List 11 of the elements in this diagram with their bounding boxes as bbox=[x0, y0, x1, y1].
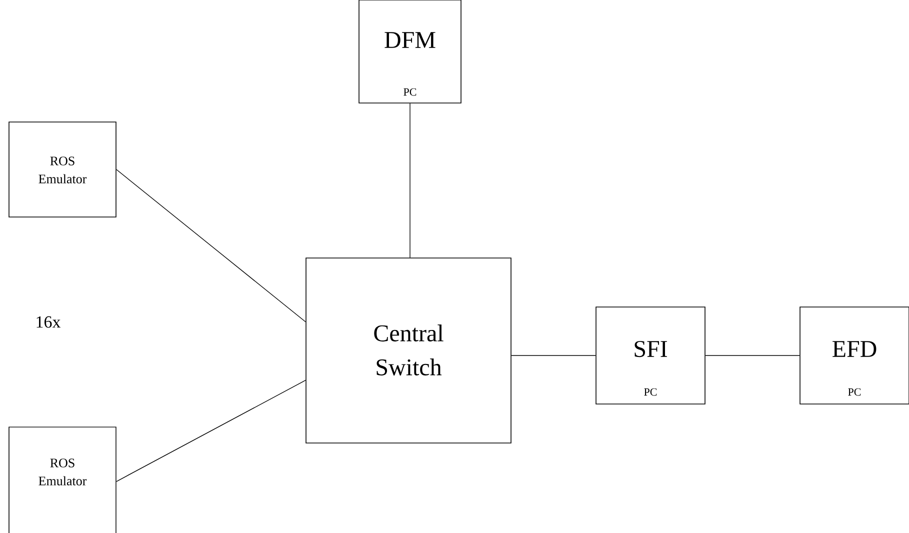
count-label: 16x bbox=[36, 316, 61, 328]
connector-line bbox=[116, 380, 306, 482]
connector-line bbox=[116, 169, 306, 322]
box: ROS Emulator bbox=[8, 122, 116, 218]
box: SFI PC bbox=[596, 306, 706, 404]
box: Central Switch bbox=[306, 258, 512, 444]
connector-line bbox=[705, 355, 800, 356]
connector-line bbox=[511, 355, 596, 356]
box: ROS Emulator bbox=[8, 426, 116, 533]
box: EFD PC bbox=[800, 306, 909, 404]
box: DFM PC bbox=[358, 0, 462, 104]
